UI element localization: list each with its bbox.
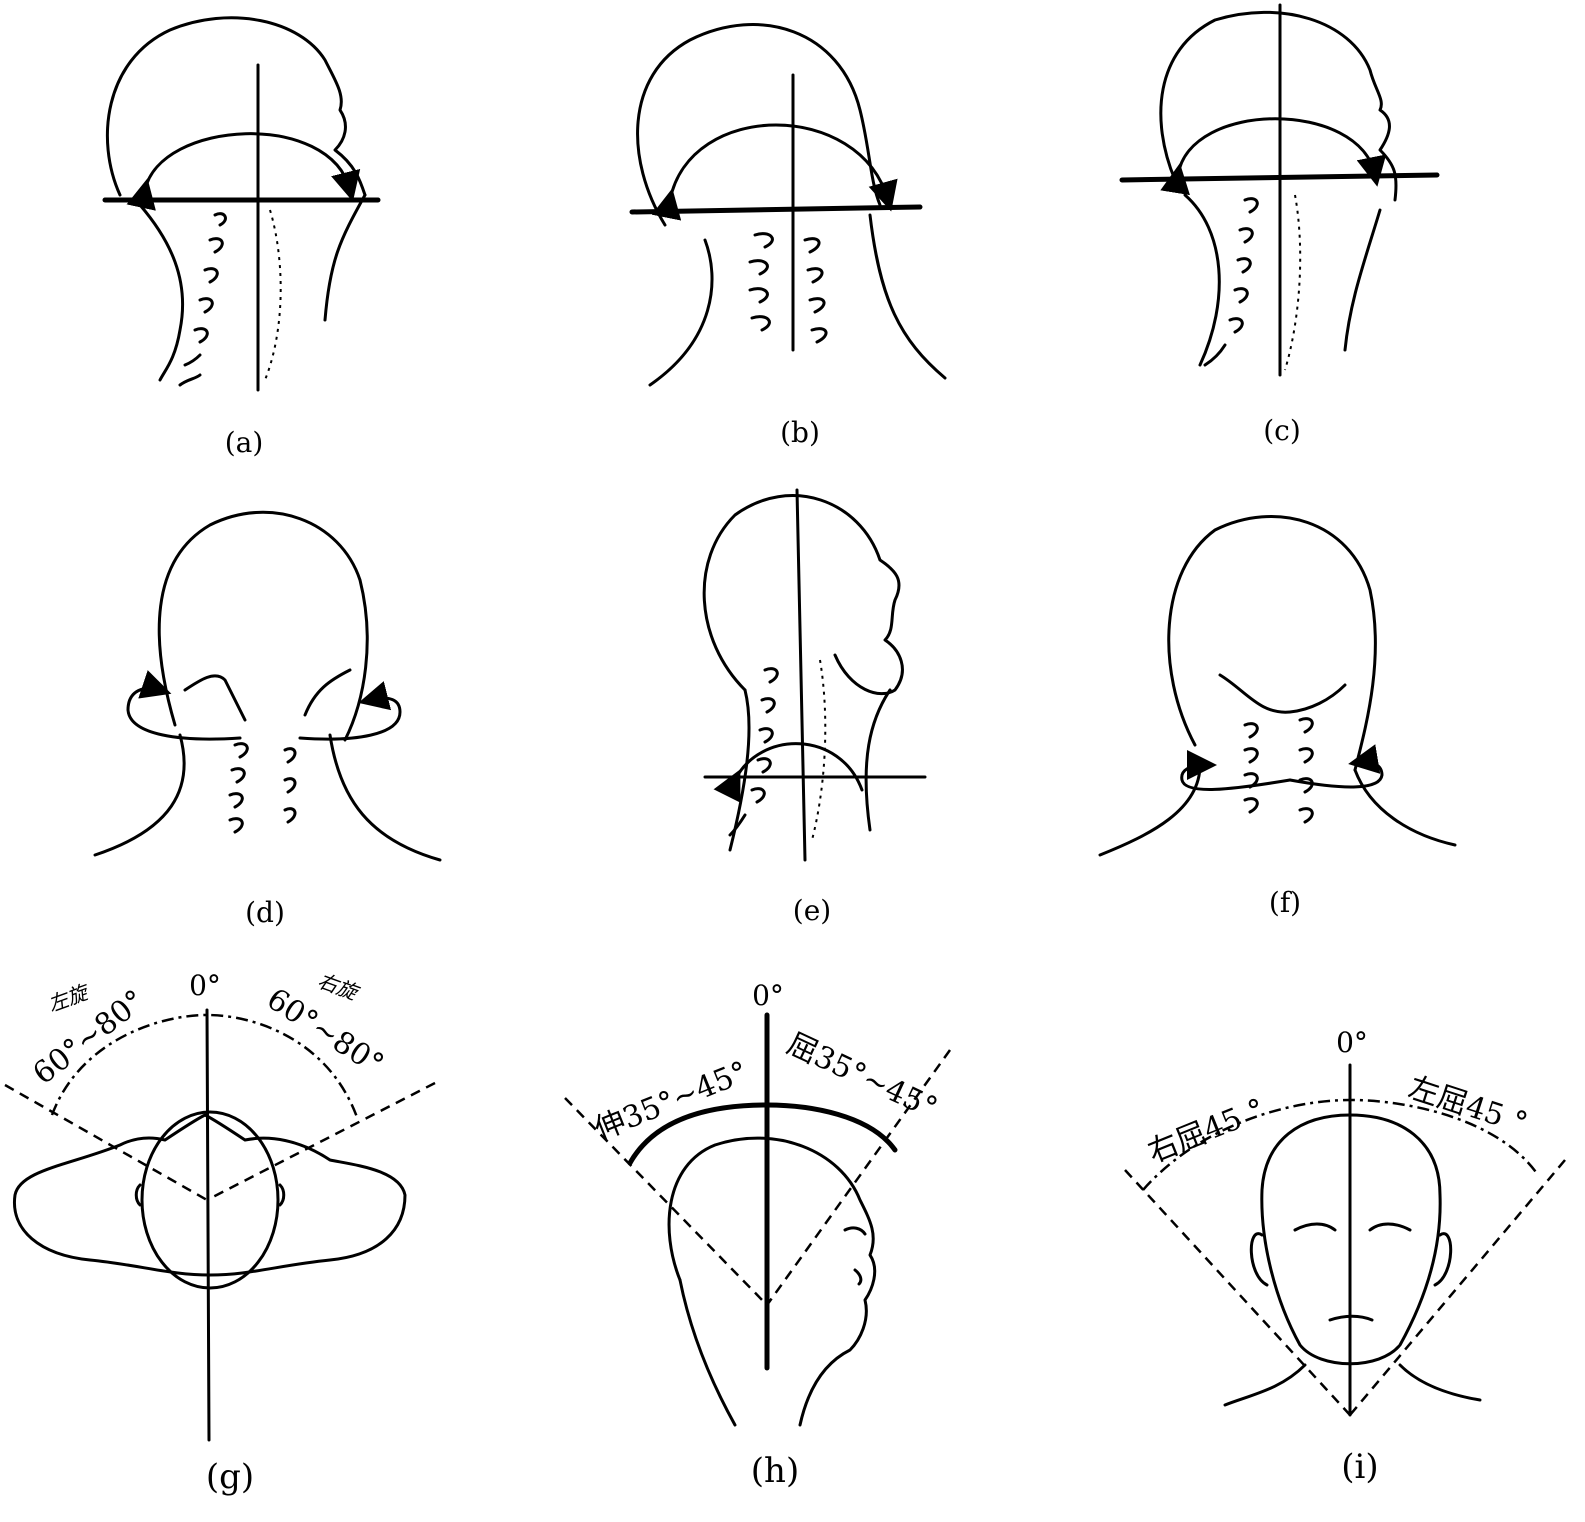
caption-a: (a) [225, 426, 264, 459]
panel-a: (a) [102, 16, 381, 459]
right-limit-line-g [206, 1081, 436, 1202]
flexion-label-h: 屈35°~45° [781, 1026, 942, 1126]
rotation-arrow-right-d [298, 681, 402, 741]
left-limit-line-g [4, 1083, 208, 1202]
rotation-arc-a [126, 132, 361, 211]
cervical-spine-d [228, 742, 297, 834]
occiput-f [1218, 673, 1347, 714]
spine-dots-a [264, 209, 282, 381]
mouth-i [1328, 1314, 1374, 1322]
head-outline-i [1260, 1113, 1442, 1366]
horizontal-axis-b [629, 204, 923, 215]
neck-outline-f [1098, 763, 1457, 857]
face-features-h [843, 1226, 867, 1286]
left-limit-line-i [1349, 1159, 1566, 1416]
left-flexion-label-i: 左屈45 ° [1404, 1070, 1532, 1141]
ears-g [134, 1183, 286, 1207]
panel-i: 0° 右屈45 ° 左屈45 ° (i) [1124, 1026, 1566, 1487]
occiput-d [183, 668, 352, 722]
panel-g: 0° 左旋 右旋 60°~80° 60°~80° (g) [4, 968, 436, 1497]
rotation-arc-c [1160, 117, 1387, 196]
neck-outline-e [728, 688, 892, 852]
left-rotation-label-g: 左旋 [45, 979, 94, 1016]
zero-label-h: 0° [752, 979, 784, 1012]
spine-dots-e [811, 659, 827, 841]
caption-g: (g) [206, 1457, 254, 1497]
ears-i [1249, 1232, 1453, 1287]
spine-dots-c [1284, 194, 1302, 371]
neck-outline-a [138, 193, 367, 382]
neck-outline-c [1183, 193, 1382, 367]
right-range-label-g: 60°~80° [261, 982, 390, 1083]
rotation-arrow-left-d [126, 670, 242, 741]
eyes-i [1293, 1222, 1412, 1232]
panel-f: (f) [1098, 515, 1457, 919]
shoulders-outline-g [12, 1113, 407, 1277]
neck-outline-d [93, 733, 442, 862]
extension-label-h: 伸35°~45° [590, 1055, 753, 1148]
right-limit-line-i [1124, 1169, 1351, 1416]
caption-i: (i) [1341, 1447, 1378, 1487]
head-outline-b [636, 23, 882, 227]
cervical-spine-c [1203, 197, 1259, 367]
caption-d: (d) [245, 896, 285, 929]
cervical-spine-f [1243, 717, 1314, 824]
rotation-arc-e [713, 742, 864, 803]
caption-f: (f) [1269, 886, 1301, 919]
caption-b: (b) [780, 416, 820, 449]
range-arc-g [50, 1013, 360, 1121]
panel-b: (b) [629, 23, 947, 449]
head-outline-f [1167, 515, 1377, 772]
caption-e: (e) [793, 894, 831, 927]
caption-c: (c) [1263, 414, 1301, 447]
head-outline-e [702, 494, 904, 696]
panel-d: (d) [93, 510, 442, 929]
head-outline-a [105, 16, 367, 197]
right-rotation-label-g: 右旋 [314, 968, 363, 1005]
extension-limit-line-h [564, 1097, 768, 1306]
vertical-axis-e [795, 488, 807, 862]
head-outline-d [157, 510, 369, 742]
zero-label-i: 0° [1336, 1026, 1368, 1059]
panel-h: 0° 伸35°~45° 屈35°~45° (h) [564, 979, 952, 1491]
flexion-limit-line-h [765, 1049, 952, 1306]
neck-outline-h [678, 1278, 737, 1427]
cervical-spine-e [728, 667, 779, 837]
panel-c: (c) [1119, 3, 1440, 447]
rotation-arrow-left-f [1180, 750, 1292, 791]
zero-label-g: 0° [189, 969, 221, 1002]
head-outline-h [667, 1136, 877, 1427]
cervical-spine-b [748, 232, 828, 344]
neck-outline-b [648, 213, 947, 387]
shoulders-i [1223, 1363, 1482, 1407]
vertical-axis-g [205, 1008, 211, 1442]
panel-e: (e) [702, 488, 927, 927]
caption-h: (h) [751, 1451, 799, 1491]
head-outline-g [140, 1110, 280, 1290]
cervical-spine-a [178, 212, 227, 387]
head-outline-c [1159, 10, 1398, 202]
rotation-arrow-right-f [1288, 744, 1384, 789]
rotation-arc-b [651, 123, 898, 221]
right-flexion-label-i: 右屈45 ° [1143, 1092, 1270, 1170]
